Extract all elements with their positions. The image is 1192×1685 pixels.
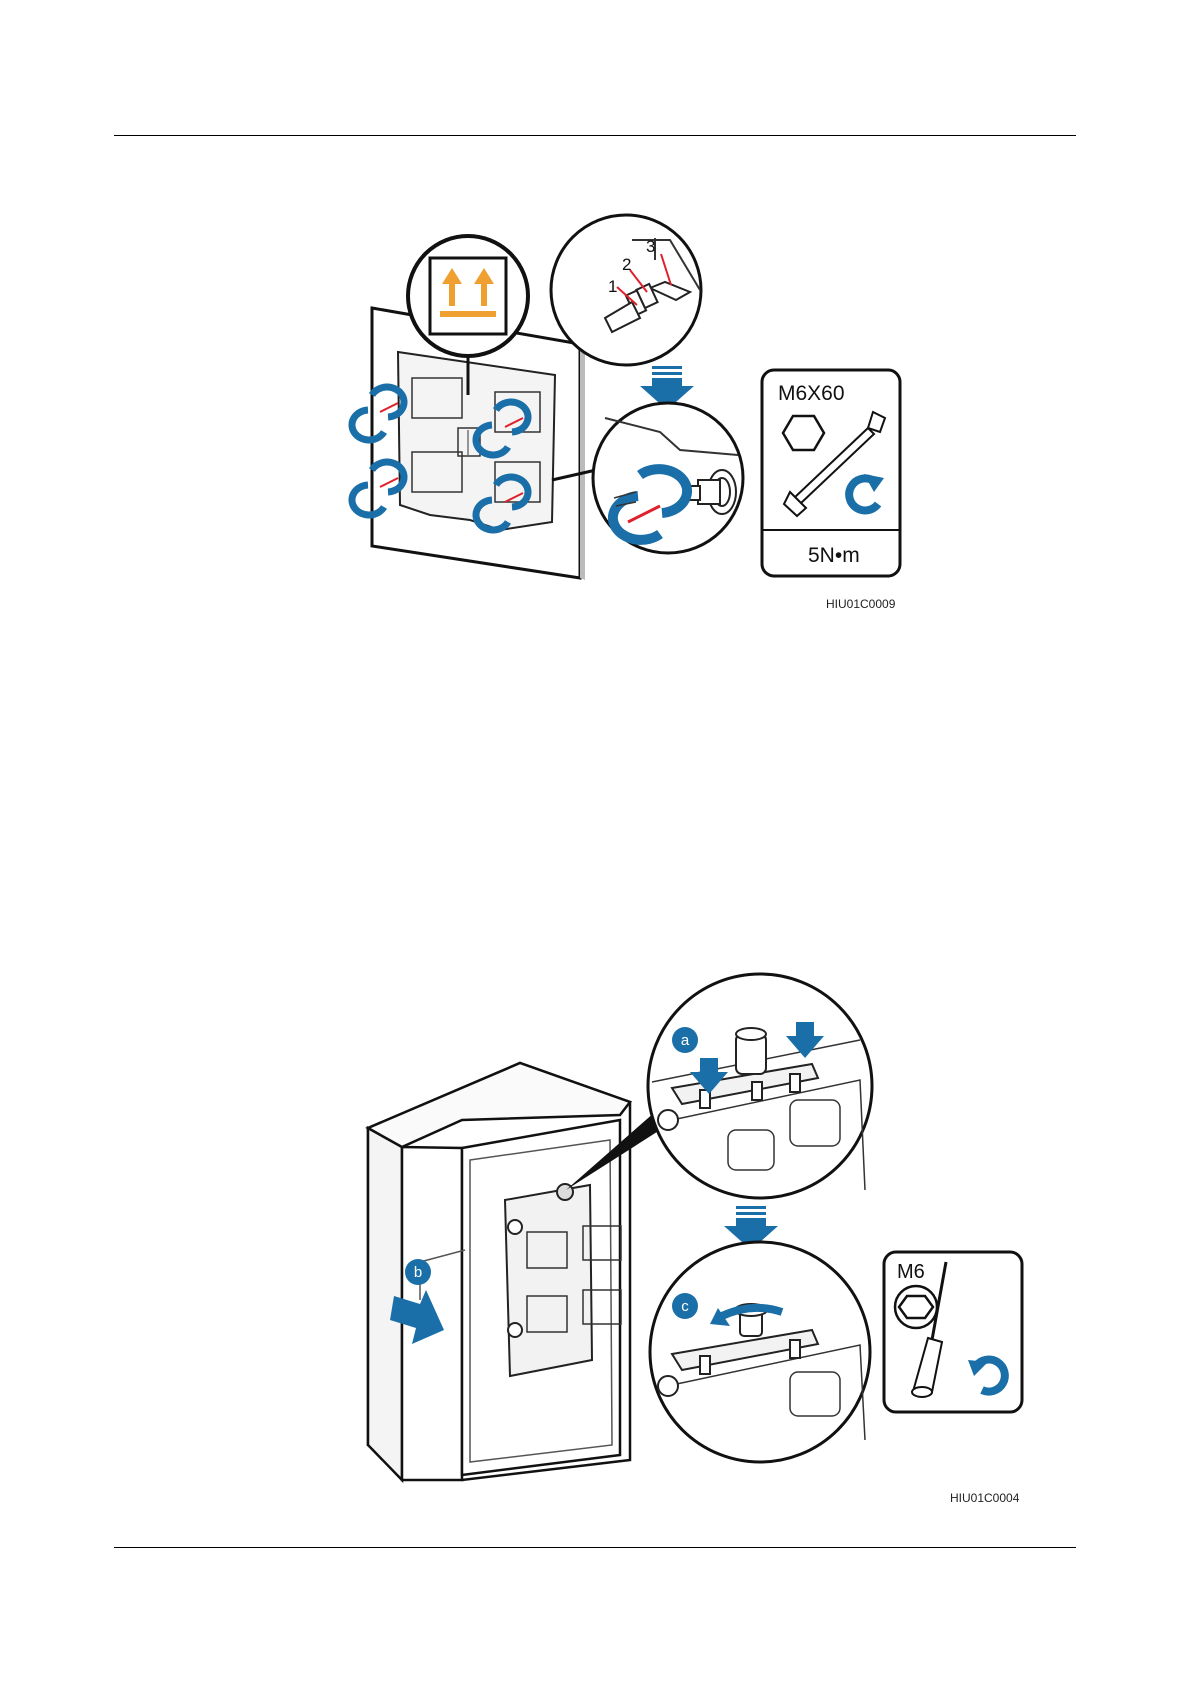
step-c-label: c — [681, 1298, 689, 1315]
mounting-bracket — [505, 1185, 592, 1376]
step-b-label: b — [414, 1264, 422, 1281]
spec-title-m6: M6 — [897, 1261, 925, 1283]
step-a-label: a — [681, 1032, 690, 1049]
figure-2-code: HIU01C0004 — [950, 1491, 1020, 1505]
